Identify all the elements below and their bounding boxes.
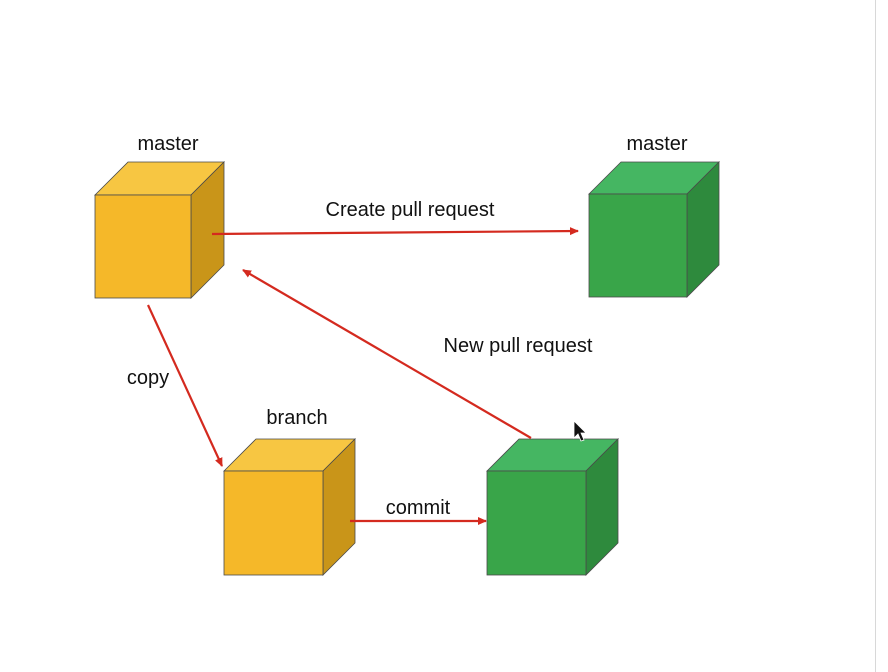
new-pull-request-arrow bbox=[242, 269, 532, 439]
create-pull-request-arrow bbox=[211, 227, 579, 236]
cube-front-face bbox=[486, 470, 587, 576]
commit-label: commit bbox=[386, 497, 451, 519]
create-pull-request-label: Create pull request bbox=[326, 199, 495, 221]
master-right-cube bbox=[588, 161, 720, 298]
cube-front-face bbox=[588, 193, 688, 298]
new-pull-request-label: New pull request bbox=[444, 335, 593, 357]
cube-front-face bbox=[223, 470, 324, 576]
commit-cube bbox=[486, 438, 619, 576]
cube-front-face bbox=[94, 194, 192, 299]
branch-cube bbox=[223, 438, 356, 576]
branch-label: branch bbox=[266, 407, 327, 429]
copy-arrow bbox=[147, 304, 223, 467]
copy-label: copy bbox=[127, 367, 169, 389]
master-left-label: master bbox=[137, 133, 198, 155]
master-left-cube bbox=[94, 161, 225, 299]
frame-divider bbox=[875, 0, 876, 672]
mouse-pointer-icon bbox=[573, 420, 587, 442]
master-right-label: master bbox=[626, 133, 687, 155]
